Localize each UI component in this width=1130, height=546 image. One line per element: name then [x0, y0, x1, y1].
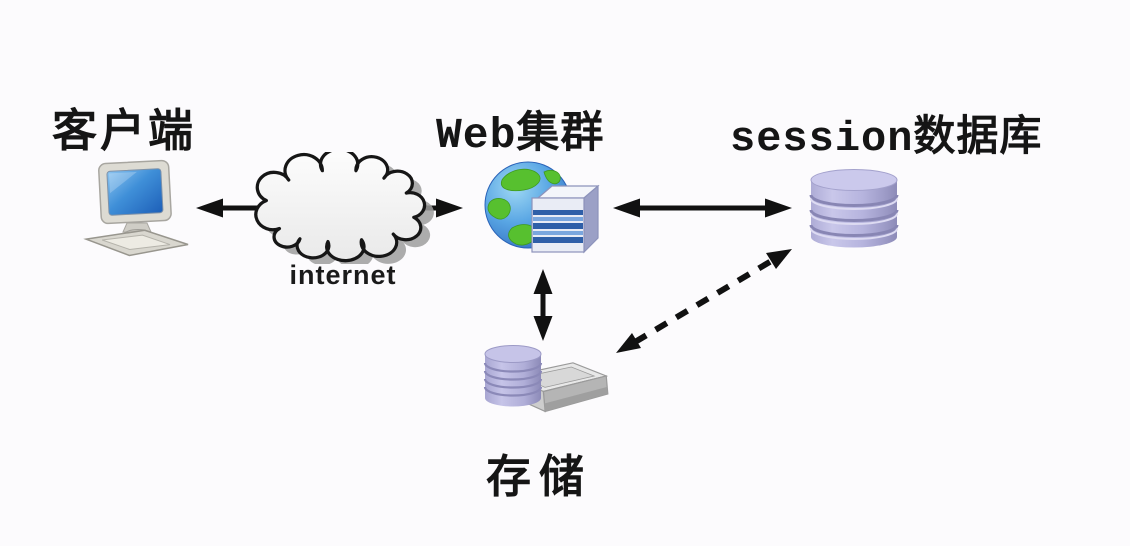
- arrow-webcluster-storage: [533, 269, 553, 341]
- cloud-icon: [254, 152, 434, 264]
- database-cylinder-icon: [809, 169, 899, 248]
- disk-storage-icon: [483, 345, 609, 413]
- globe-server-icon: [484, 161, 600, 254]
- web-cluster-node-label: Web集群: [436, 111, 605, 160]
- storage-node-label: 存储: [486, 450, 593, 503]
- client-node-label: 客户端: [52, 104, 197, 157]
- internet-cloud-label: internet: [289, 260, 397, 290]
- arrow-webcluster-sessiondb: [613, 198, 792, 218]
- desktop-computer-icon: [83, 159, 189, 257]
- arrow-storage-sessiondb-dashed: [616, 249, 792, 353]
- session-db-node-label: session数据库: [730, 115, 1043, 163]
